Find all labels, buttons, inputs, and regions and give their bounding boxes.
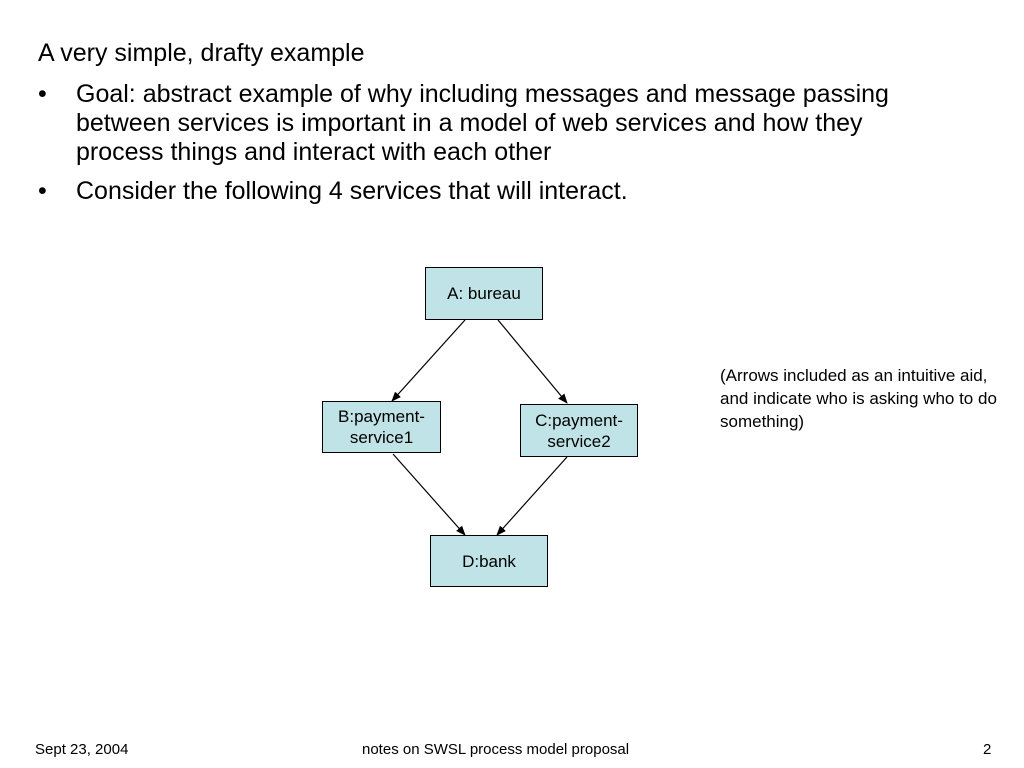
- node-label: D:bank: [462, 551, 516, 571]
- page-number: 2: [983, 741, 992, 758]
- bullet-text: Goal: abstract example of why including …: [76, 80, 889, 166]
- node-label: B:payment- service1: [338, 407, 425, 447]
- arrow-a-to-b: [391, 319, 466, 402]
- arrow-b-to-d: [392, 453, 466, 536]
- arrow-note: (Arrows included as an intuitive aid, an…: [720, 366, 997, 431]
- slide-title: A very simple, drafty example: [38, 39, 365, 67]
- arrow-c-to-d: [496, 456, 568, 536]
- node-b-payment-service1: B:payment- service1: [322, 401, 441, 453]
- arrow-a-to-c: [497, 319, 568, 404]
- bullet-marker: •: [38, 177, 47, 205]
- bullet-item: • Consider the following 4 services that…: [38, 177, 918, 206]
- bullet-item: • Goal: abstract example of why includin…: [38, 80, 918, 167]
- bullet-marker: •: [38, 80, 47, 108]
- node-a-bureau: A: bureau: [425, 267, 543, 320]
- footer-date: Sept 23, 2004: [35, 741, 129, 758]
- node-label: A: bureau: [447, 284, 521, 303]
- bullet-list: • Goal: abstract example of why includin…: [38, 80, 918, 216]
- node-c-payment-service2: C:payment- service2: [520, 404, 638, 457]
- footer-title: notes on SWSL process model proposal: [362, 741, 630, 758]
- node-d-bank: D:bank: [430, 535, 548, 587]
- bullet-text: Consider the following 4 services that w…: [76, 177, 628, 205]
- node-label: C:payment- service2: [535, 410, 623, 451]
